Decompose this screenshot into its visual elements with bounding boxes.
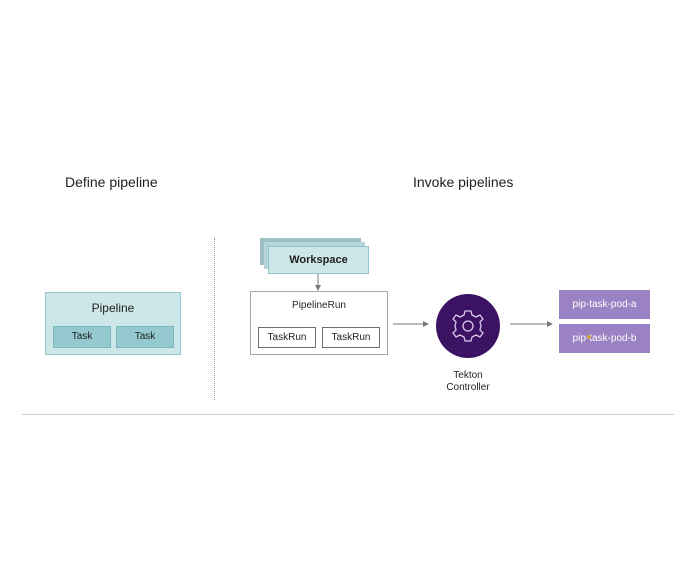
task-box: Task (53, 326, 111, 348)
gear-icon (452, 310, 484, 342)
controller-label: Tekton Controller (428, 370, 508, 394)
pipelinerun-title: PipelineRun (292, 300, 346, 311)
controller-label-line2: Controller (446, 382, 490, 393)
pipelinerun-box: PipelineRun TaskRun TaskRun (250, 291, 388, 355)
taskrun-box: TaskRun (258, 327, 316, 348)
taskrun-box: TaskRun (322, 327, 380, 348)
controller-label-line1: Tekton (453, 370, 483, 381)
pipeline-title: Pipeline (91, 301, 135, 315)
pod-box-a: pip-task-pod-a (559, 290, 650, 319)
invoke-pipelines-heading: Invoke pipelines (413, 174, 514, 190)
workspace-box: Workspace (268, 246, 369, 274)
task-box: Task (116, 326, 174, 348)
section-divider (214, 238, 215, 400)
cursor-dot (587, 335, 591, 339)
define-pipeline-heading: Define pipeline (65, 174, 158, 190)
bottom-divider (22, 414, 674, 415)
tekton-controller-circle (436, 294, 500, 358)
pod-box-b: pip-task-pod-b (559, 324, 650, 353)
pipeline-box: Pipeline Task Task (45, 292, 181, 355)
